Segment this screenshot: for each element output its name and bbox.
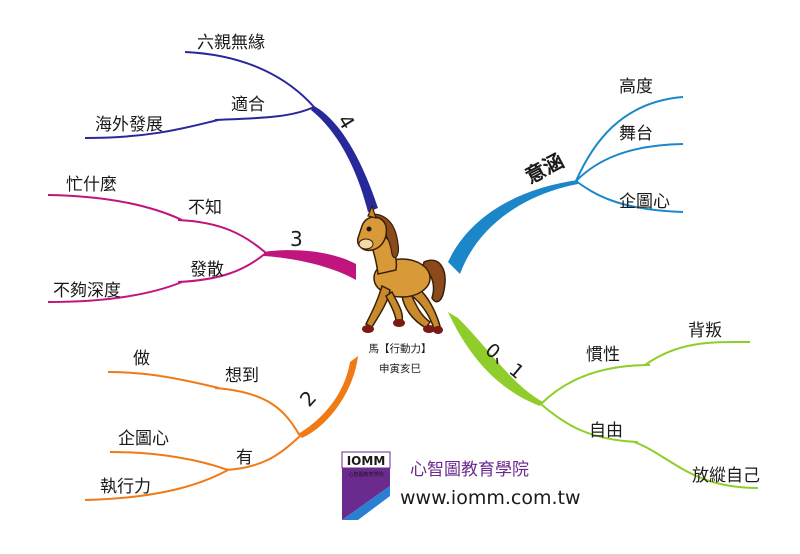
logo-shield-accent	[342, 486, 390, 520]
branch-four-child-1: 六親無緣	[197, 33, 265, 53]
branch-meaning-sub-1: 高度	[619, 77, 653, 97]
branch-meaning-title: 意涵	[521, 148, 568, 188]
logo-shield	[342, 452, 390, 520]
center-caption-subtitle: 申寅亥巳	[379, 362, 421, 375]
branch-three-trunk	[264, 250, 356, 280]
branch-meaning-sub-2: 舞台	[619, 124, 653, 144]
branch-three-sub-a: 不知	[188, 198, 222, 218]
branch-three-line-a	[177, 219, 267, 254]
branch-two-sub-b: 有	[236, 448, 253, 468]
branch-zero-one-trunk	[448, 312, 543, 406]
branch-two-title: 2	[295, 386, 321, 412]
branch-meaning: 意涵 高度 舞台 企圖心	[448, 77, 684, 274]
branch-meaning-line-1	[575, 96, 684, 182]
branch-meaning-line-3	[575, 180, 684, 213]
horse-hoof-4	[433, 326, 443, 334]
branch-four-trunk	[311, 106, 378, 212]
horse-hoof-2	[393, 319, 405, 327]
branch-meaning-trunk	[448, 180, 578, 274]
branch-three-line-a-child	[47, 194, 183, 221]
branch-three: 3 不知 忙什麼 發散 不夠深度	[47, 175, 356, 303]
branch-zero-one-line-b	[540, 403, 639, 443]
horse-ear	[367, 204, 377, 219]
branch-three-line-b-child	[47, 281, 183, 303]
branch-zero-one-sub-a-child: 背叛	[688, 321, 722, 341]
branch-two-line-b-child-2	[84, 469, 229, 501]
branch-two-line-a-child	[107, 371, 220, 389]
branch-three-sub-b-child: 不夠深度	[53, 281, 121, 301]
branch-four-sub: 適合	[231, 95, 265, 115]
branch-two-line-a	[214, 387, 301, 437]
branch-four-child-2: 海外發展	[95, 115, 163, 135]
center-caption-title: 馬【行動力】	[369, 342, 432, 355]
branch-four-line-child-2	[84, 119, 219, 139]
branch-two-sub-a-child: 做	[133, 349, 150, 369]
branch-meaning-sub-3: 企圖心	[619, 192, 670, 212]
branch-zero-one-sub-b-child: 放縱自己	[692, 466, 760, 486]
branch-zero-one-line-b-child	[633, 441, 759, 489]
branch-three-sub-b: 發散	[190, 260, 224, 280]
branch-zero-one-line-a	[540, 364, 651, 405]
branch-four: 4 適合 六親無緣 海外發展	[84, 33, 378, 212]
logo-small-text: 心智圖教育學院	[348, 471, 383, 478]
branch-four-line-child-1	[184, 51, 315, 108]
branch-two-sub-b-child-1: 企圖心	[118, 429, 169, 449]
logo-band	[341, 451, 391, 469]
brand-url[interactable]: www.iomm.com.tw	[400, 487, 580, 509]
branch-two: 2 想到 做 有 企圖心 執行力	[84, 349, 358, 501]
branch-zero-one-sub-b: 自由	[589, 421, 623, 441]
branch-four-line-sub	[214, 106, 315, 121]
branch-zero-one-sub-a: 慣性	[586, 345, 620, 365]
logo-mark-text: IOMM	[347, 454, 386, 468]
branch-three-sub-a-child: 忙什麼	[66, 175, 117, 195]
horse-hoof-3	[423, 325, 435, 333]
branch-meaning-line-2	[575, 143, 684, 182]
branch-two-line-b-child-1	[109, 451, 229, 471]
branch-two-line-b	[224, 435, 301, 471]
brand-name: 心智圖教育學院	[410, 460, 529, 480]
brand-logo: IOMM 心智圖教育學院	[341, 451, 391, 520]
branch-two-sub-a: 想到	[225, 366, 259, 386]
branch-two-sub-b-child-2: 執行力	[100, 477, 151, 497]
horse-illustration	[356, 204, 446, 334]
branch-three-line-b	[177, 252, 267, 283]
horse-muzzle	[358, 238, 374, 250]
horse-eye	[366, 226, 372, 232]
horse-front-leg	[364, 284, 391, 328]
branch-two-trunk	[298, 356, 358, 438]
branch-zero-one-line-a-child	[644, 340, 751, 366]
horse-hoof-1	[362, 325, 374, 333]
branch-three-title: 3	[290, 227, 303, 251]
